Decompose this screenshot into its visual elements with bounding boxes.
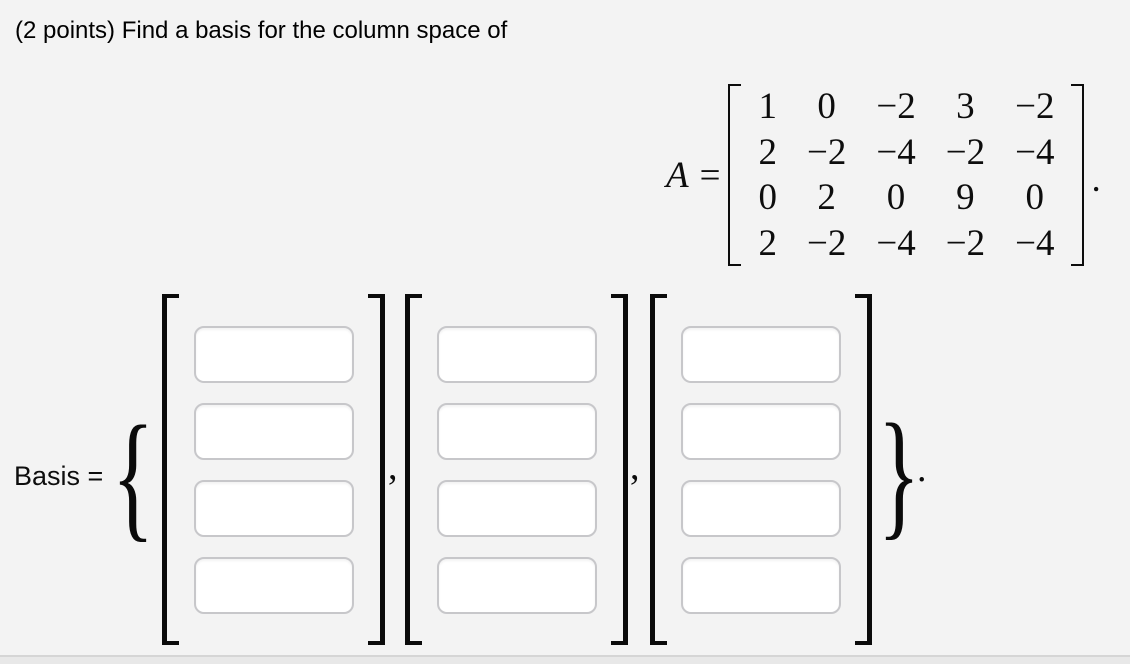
panel-bottom-divider: [0, 655, 1130, 664]
matrix-cell: 0: [886, 177, 906, 219]
vector-close-bracket: [611, 294, 628, 645]
matrix-cell: 0: [1025, 177, 1045, 219]
vector-open-bracket: [162, 294, 179, 645]
matrix-cell: −4: [1015, 131, 1055, 173]
matrix-cell: 3: [956, 86, 975, 128]
matrix-cell: 0: [758, 177, 777, 219]
matrix-cell: −2: [806, 222, 847, 264]
matrix-period: .: [1091, 158, 1101, 200]
basis-entry-input[interactable]: [193, 325, 354, 383]
matrix-label: A: [666, 154, 689, 196]
matrix-cell: −2: [876, 86, 916, 128]
vector-entries: [681, 325, 841, 614]
matrix-cell: −2: [945, 222, 986, 264]
matrix-open-bracket: [728, 84, 742, 266]
basis-period: .: [917, 448, 927, 490]
basis-entry-input[interactable]: [193, 556, 354, 614]
equals-sign: =: [699, 154, 721, 196]
vector-open-bracket: [405, 294, 422, 645]
matrix-grid: 1 0 −2 3 −2 2 −2 −4 −2 −4 0 2 0 9 0 2 −2…: [741, 84, 1071, 266]
basis-vector-3: [650, 294, 872, 645]
basis-entry-input[interactable]: [681, 325, 841, 383]
basis-vector-2: [405, 294, 628, 645]
basis-entry-input[interactable]: [436, 402, 597, 460]
problem-statement: (2 points) Find a basis for the column s…: [15, 17, 508, 44]
basis-entry-input[interactable]: [193, 402, 354, 460]
matrix-cell: −2: [945, 131, 986, 173]
basis-open-brace: {: [111, 396, 155, 554]
matrix-cell: 2: [758, 222, 777, 264]
vector-close-bracket: [368, 294, 385, 645]
basis-label: Basis =: [14, 461, 104, 491]
matrix-cell: 1: [758, 86, 777, 128]
matrix-close-bracket: [1071, 84, 1085, 266]
matrix-cell: −4: [1015, 222, 1055, 264]
vector-close-bracket: [855, 294, 872, 645]
basis-entry-input[interactable]: [193, 479, 354, 537]
matrix-cell: 0: [817, 86, 836, 128]
matrix-cell: 9: [956, 177, 975, 219]
basis-entry-input[interactable]: [436, 325, 597, 383]
matrix: 1 0 −2 3 −2 2 −2 −4 −2 −4 0 2 0 9 0 2 −2…: [728, 84, 1085, 266]
matrix-cell: 2: [758, 131, 777, 173]
basis-entry-input[interactable]: [681, 479, 841, 537]
vector-separator-comma: ,: [388, 446, 398, 488]
matrix-cell: −2: [806, 131, 847, 173]
basis-entry-input[interactable]: [681, 556, 841, 614]
matrix-cell: 2: [817, 177, 836, 219]
basis-close-brace: }: [877, 394, 921, 552]
vector-open-bracket: [650, 294, 667, 645]
matrix-cell: −4: [876, 131, 916, 173]
matrix-equation: A = 1 0 −2 3 −2 2 −2 −4 −2 −4 0 2 0 9 0 …: [666, 84, 1101, 266]
matrix-cell: −2: [1015, 86, 1055, 128]
matrix-cell: −4: [876, 222, 916, 264]
vector-entries: [193, 325, 354, 614]
basis-vector-1: [162, 294, 385, 645]
vector-separator-comma: ,: [630, 446, 640, 488]
vector-entries: [436, 325, 597, 614]
basis-entry-input[interactable]: [436, 556, 597, 614]
basis-entry-input[interactable]: [436, 479, 597, 537]
basis-entry-input[interactable]: [681, 402, 841, 460]
